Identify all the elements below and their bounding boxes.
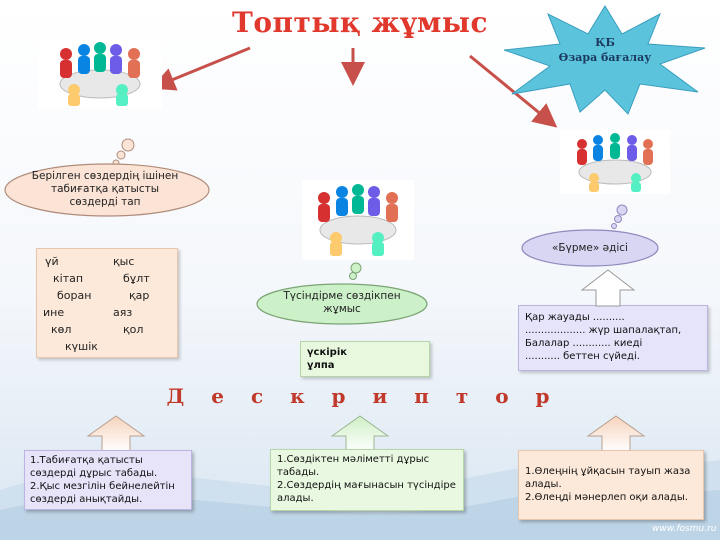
up-arrow-left <box>86 415 146 453</box>
up-arrow-mid <box>330 415 390 453</box>
cloud-mid-text: Түсіндірме сөздікпен жұмыс <box>283 290 401 315</box>
desc-mid-line-1: 1.Сөздіктен мәліметті дұрыс табады. <box>277 454 430 478</box>
poem-line-2: ................... жүр шапалақтап, <box>525 325 682 336</box>
peer-assessment-star <box>503 5 706 115</box>
descriptor-box-left: 1.Табиғатқа қатысты сөздерді дұрыс табад… <box>24 450 192 510</box>
thought-cloud-mid <box>256 262 428 325</box>
word-7: ине <box>43 306 65 319</box>
group-table-image-left <box>38 38 162 108</box>
word-3: кітап <box>53 272 84 285</box>
star-line2: Өзара бағалау <box>558 51 652 64</box>
up-arrow-right <box>586 415 646 453</box>
desc-left-line-2: 2.Қыс мезгілін бейнелейтін сөздерді анық… <box>30 481 175 505</box>
star-line1: ҚБ <box>595 36 615 49</box>
dictionary-box: үскірік ұлпа <box>300 341 430 377</box>
word-6: қар <box>129 289 150 302</box>
page-title: Топтық жұмыс <box>232 6 488 39</box>
dict-word-2: ұлпа <box>307 360 335 371</box>
desc-right-line-1: 1.Өлеңнің ұйқасын тауып жаза алады. <box>525 466 691 490</box>
thought-cloud-left <box>4 138 210 217</box>
word-9: көл <box>51 323 72 336</box>
poem-box: Қар жауады .......... ..................… <box>518 305 708 371</box>
desc-right-line-2: 2.Өлеңді мәнерлеп оқи алады. <box>525 492 688 503</box>
descriptor-heading: Д е с к р и п т о р <box>166 384 554 408</box>
thought-cloud-right <box>521 204 659 267</box>
word-10: қол <box>123 323 144 336</box>
word-8: аяз <box>113 306 133 319</box>
up-arrow-right-top <box>580 269 636 307</box>
word-1: үй <box>45 255 59 268</box>
word-4: бұлт <box>123 272 150 285</box>
desc-mid-line-2: 2.Сөздердің мағынасын түсіндіре алады. <box>277 480 456 504</box>
poem-line-3: Балалар ............ киеді <box>525 338 643 349</box>
descriptor-box-right: 1.Өлеңнің ұйқасын тауып жаза алады. 2.Өл… <box>518 450 704 520</box>
group-table-image-right <box>560 130 670 194</box>
cloud-left-text: Берілген сөздердің ішінен табиғатқа қаты… <box>31 170 179 208</box>
watermark: www.fosmu.ru <box>652 524 717 534</box>
group-table-image-center <box>302 180 414 260</box>
title-arrows <box>150 46 558 128</box>
descriptor-box-mid: 1.Сөздіктен мәліметті дұрыс табады. 2.Сө… <box>270 449 464 511</box>
desc-left-line-1: 1.Табиғатқа қатысты сөздерді дұрыс табад… <box>30 455 158 479</box>
word-5: боран <box>57 289 92 302</box>
words-box: үй қыс кітап бұлт боран қар ине аяз көл … <box>36 248 178 358</box>
poem-line-1: Қар жауады .......... <box>525 312 625 323</box>
word-2: қыс <box>113 255 135 268</box>
poem-line-4: ........... беттен сүйеді. <box>525 351 640 362</box>
cloud-right-text: «Бүрме» әдісі <box>552 242 628 254</box>
dict-word-1: үскірік <box>307 347 348 358</box>
word-11: күшік <box>65 340 98 353</box>
